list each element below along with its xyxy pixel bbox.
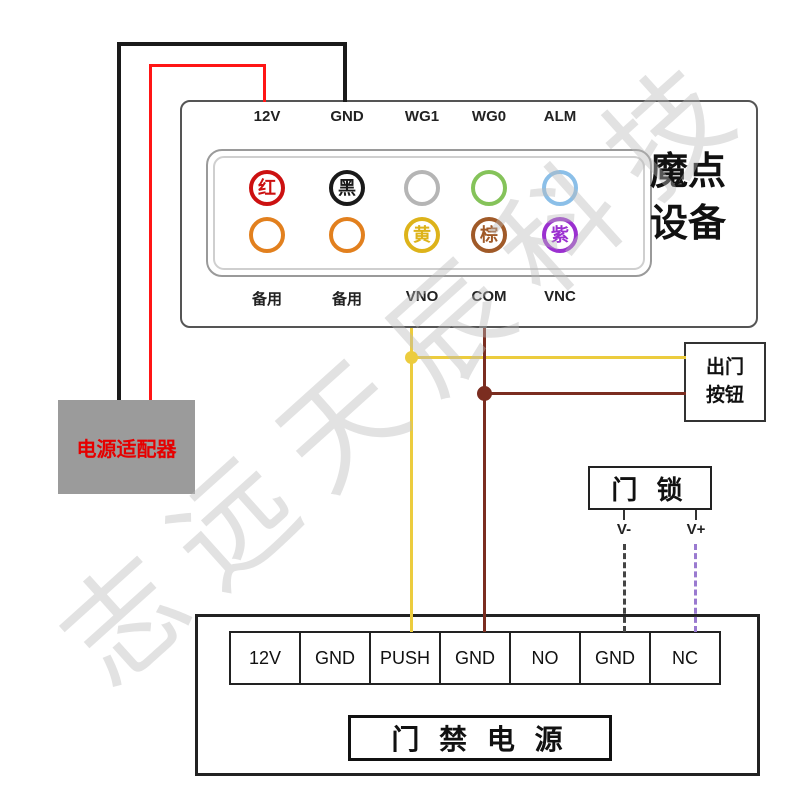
wire-red-vertical-adapter: [149, 64, 152, 400]
device-terminal-spare-2: 备用: [331, 291, 362, 308]
device-box: 12V GND WG1 WG0 ALM 红 黑 黄 棕 紫 备用 备用 VNO …: [180, 100, 758, 328]
connector-housing-inner: [213, 156, 645, 270]
wire-circle-yellow-label: 黄: [413, 225, 431, 245]
power-adapter: 电源适配器: [58, 400, 195, 494]
connector-housing: [206, 149, 652, 277]
power-adapter-label: 电源适配器: [76, 438, 177, 461]
power-supply-box: 12V GND PUSH GND NO GND NC 门 禁 电 源: [195, 614, 760, 776]
wire-brown-vertical: [483, 328, 486, 632]
device-terminal-com: COM: [471, 288, 507, 305]
wire-dashed-vplus: [694, 544, 697, 632]
wire-circle-purple-label: 紫: [551, 225, 569, 245]
wire-circle-purple: 紫: [542, 217, 578, 253]
wire-circle-black: 黑: [329, 170, 365, 206]
psu-terminal-gnd-3: GND: [579, 631, 651, 685]
wire-circle-orange-2: [329, 217, 365, 253]
psu-terminal-12v: 12V: [229, 631, 301, 685]
device-terminal-wg1: WG1: [404, 108, 440, 125]
wire-black-vertical-adapter: [117, 42, 121, 400]
wire-circle-brown: 棕: [471, 217, 507, 253]
device-terminal-vnc: VNC: [544, 288, 576, 305]
wire-circle-yellow: 黄: [404, 217, 440, 253]
wire-circle-red: 红: [249, 170, 285, 206]
device-terminal-12v: 12V: [253, 108, 281, 125]
doorlock-tick-vplus: [695, 510, 697, 520]
wire-black-vertical-device: [343, 42, 347, 102]
psu-terminal-nc: NC: [649, 631, 721, 685]
wire-yellow-branch: [410, 356, 686, 359]
device-terminal-gnd: GND: [330, 108, 364, 125]
exit-button-box: 出门 按钮: [684, 342, 766, 422]
device-title-line2: 设备: [650, 203, 727, 245]
wire-circle-blue: [542, 170, 578, 206]
wire-black-horizontal: [117, 42, 347, 46]
wire-red-vertical-device: [263, 64, 266, 102]
wire-brown-junction-dot: [477, 386, 492, 401]
wire-circle-gray: [404, 170, 440, 206]
wire-brown-branch: [483, 392, 686, 395]
wire-circle-brown-label: 棕: [480, 225, 498, 245]
wire-dashed-vminus: [623, 544, 626, 632]
wire-circle-green: [471, 170, 507, 206]
exit-button-label-line2: 按钮: [705, 385, 744, 406]
psu-terminal-gnd-1: GND: [299, 631, 371, 685]
psu-terminal-no: NO: [509, 631, 581, 685]
device-terminal-spare-1: 备用: [251, 291, 282, 308]
psu-terminal-gnd-2: GND: [439, 631, 511, 685]
power-supply-terminal-row: 12V GND PUSH GND NO GND NC: [229, 631, 721, 685]
door-lock-label: 门 锁: [611, 474, 689, 505]
psu-terminal-push: PUSH: [369, 631, 441, 685]
exit-button-label-line1: 出门: [705, 356, 744, 378]
device-terminal-alm: ALM: [543, 108, 577, 125]
wire-red-horizontal: [149, 64, 266, 67]
doorlock-tick-vminus: [623, 510, 625, 520]
device-title-line1: 魔点: [650, 151, 727, 193]
door-lock-box: 门 锁: [588, 466, 712, 510]
device-title: 魔点 设备: [650, 146, 760, 250]
wire-circle-black-label: 黑: [338, 178, 356, 198]
door-lock-vminus-label: V-: [609, 521, 639, 538]
wire-circle-orange-1: [249, 217, 285, 253]
wire-circle-red-label: 红: [258, 178, 276, 198]
wire-yellow-vertical: [410, 328, 413, 632]
device-terminal-vno: VNO: [405, 288, 439, 305]
power-supply-title: 门 禁 电 源: [348, 715, 612, 761]
wire-yellow-junction-dot: [405, 351, 418, 364]
device-terminal-wg0: WG0: [471, 108, 507, 125]
door-lock-vplus-label: V+: [681, 521, 711, 538]
